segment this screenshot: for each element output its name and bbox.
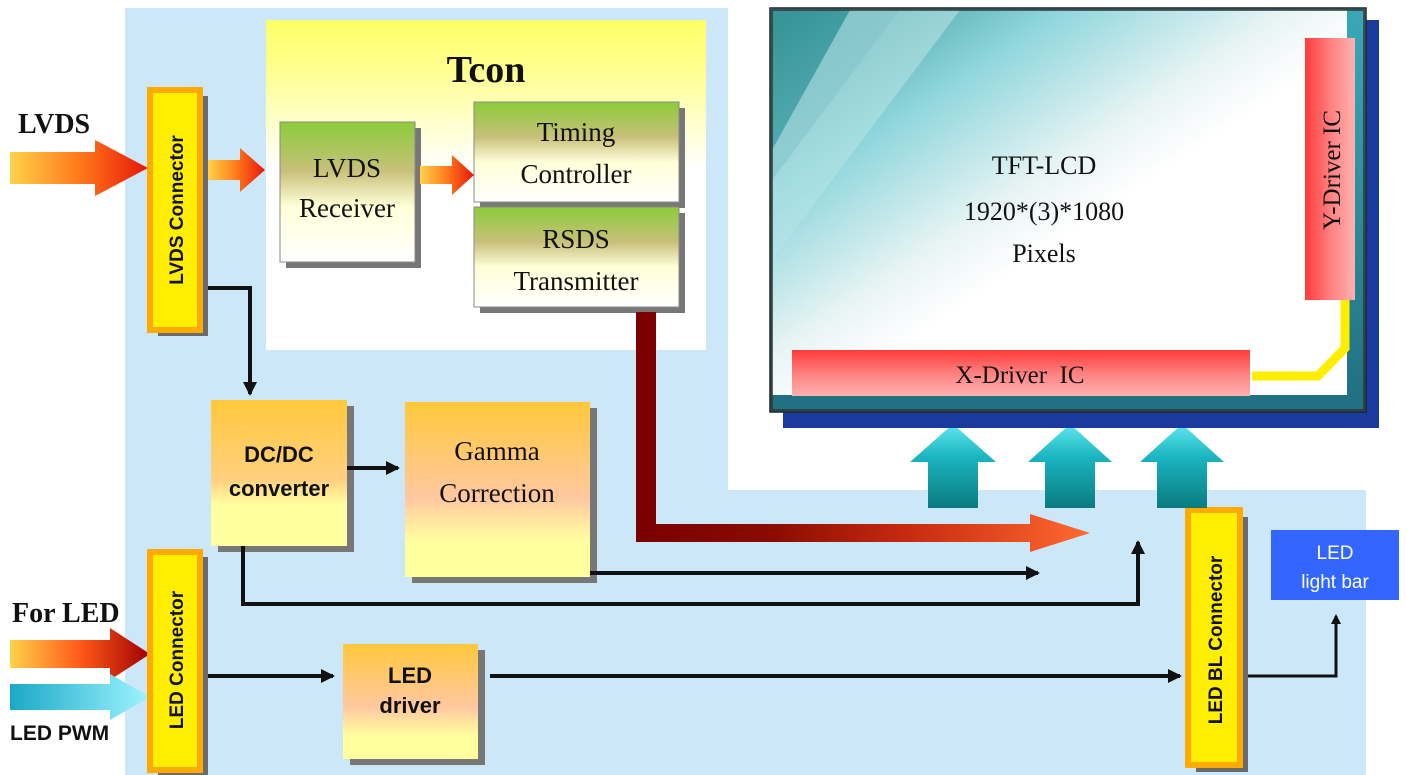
rsds-transmitter-line-2: Transmitter (513, 266, 638, 296)
for-led-input-arrow (10, 628, 150, 680)
dcdc-line-2: converter (229, 476, 330, 501)
for-led-input-label: For LED (12, 598, 120, 629)
x-driver-label: X-Driver IC (955, 362, 1084, 389)
panel-line-3: Pixels (1012, 239, 1076, 268)
led-driver-line-1: LED (388, 663, 432, 688)
dcdc-power-line (241, 540, 1145, 606)
dcdc-line-1: DC/DC (244, 442, 314, 467)
rsds-output-arrow (636, 312, 1090, 552)
led-connector-label: LED Connector (167, 590, 188, 729)
lvds-receiver-block: LVDS Receiver (279, 121, 421, 268)
tft-lcd-panel: TFT-LCD 1920*(3)*1080 Pixels (769, 7, 1379, 428)
lvds-input-label: LVDS (18, 109, 90, 140)
lvds-connector: LVDS Connector (147, 87, 208, 336)
led-pwm-input-arrow (10, 674, 150, 720)
backlight-arrow-3 (1140, 424, 1224, 508)
rsds-transmitter-line-1: RSDS (542, 224, 610, 254)
led-light-bar-line-2: light bar (1301, 572, 1369, 593)
backlight-arrow-1 (910, 424, 996, 508)
backlight-arrow-2 (1028, 424, 1112, 508)
receiver-to-timing-arrow (420, 155, 474, 195)
lvds-receiver-line-1: LVDS (313, 153, 381, 183)
led-light-bar-line-1: LED (1317, 543, 1354, 564)
led-driver-line-2: driver (379, 693, 441, 718)
bl-connector-to-light-bar-line (1248, 614, 1341, 678)
panel-line-2: 1920*(3)*1080 (964, 197, 1124, 226)
lvds-to-receiver-arrow (208, 148, 265, 192)
lvds-to-dcdc-line (208, 286, 257, 396)
led-connector: LED Connector (147, 549, 208, 775)
gamma-correction-block: Gamma Correction (405, 402, 597, 583)
gamma-line-1: Gamma (454, 436, 539, 466)
x-driver-ic: X-Driver IC (792, 350, 1250, 396)
y-driver-trace-yellow (1252, 300, 1350, 381)
lvds-connector-label: LVDS Connector (167, 135, 188, 285)
led-driver-block: LED driver (343, 644, 485, 765)
tcon-title: Tcon (447, 49, 526, 91)
timing-controller-line-2: Controller (521, 159, 632, 189)
rsds-transmitter-block: RSDS Transmitter (473, 206, 685, 313)
timing-controller-line-1: Timing (537, 117, 616, 147)
lvds-receiver-line-2: Receiver (299, 193, 395, 223)
y-driver-ic: Y-Driver IC (1305, 38, 1355, 300)
led-bl-connector: LED BL Connector (1185, 507, 1248, 772)
y-driver-label: Y-Driver IC (1319, 110, 1346, 230)
led-light-bar: LED light bar (1271, 530, 1399, 600)
led-bl-connector-label: LED BL Connector (1206, 555, 1227, 724)
gamma-line-2: Correction (439, 478, 555, 508)
y-driver-trace-white (1252, 300, 1329, 364)
panel-line-1: TFT-LCD (992, 151, 1097, 180)
led-pwm-input-label: LED PWM (10, 722, 109, 745)
timing-controller-block: Timing Controller (473, 101, 685, 208)
dcdc-converter-block: DC/DC converter (211, 400, 354, 552)
lvds-input-arrow (10, 140, 148, 196)
